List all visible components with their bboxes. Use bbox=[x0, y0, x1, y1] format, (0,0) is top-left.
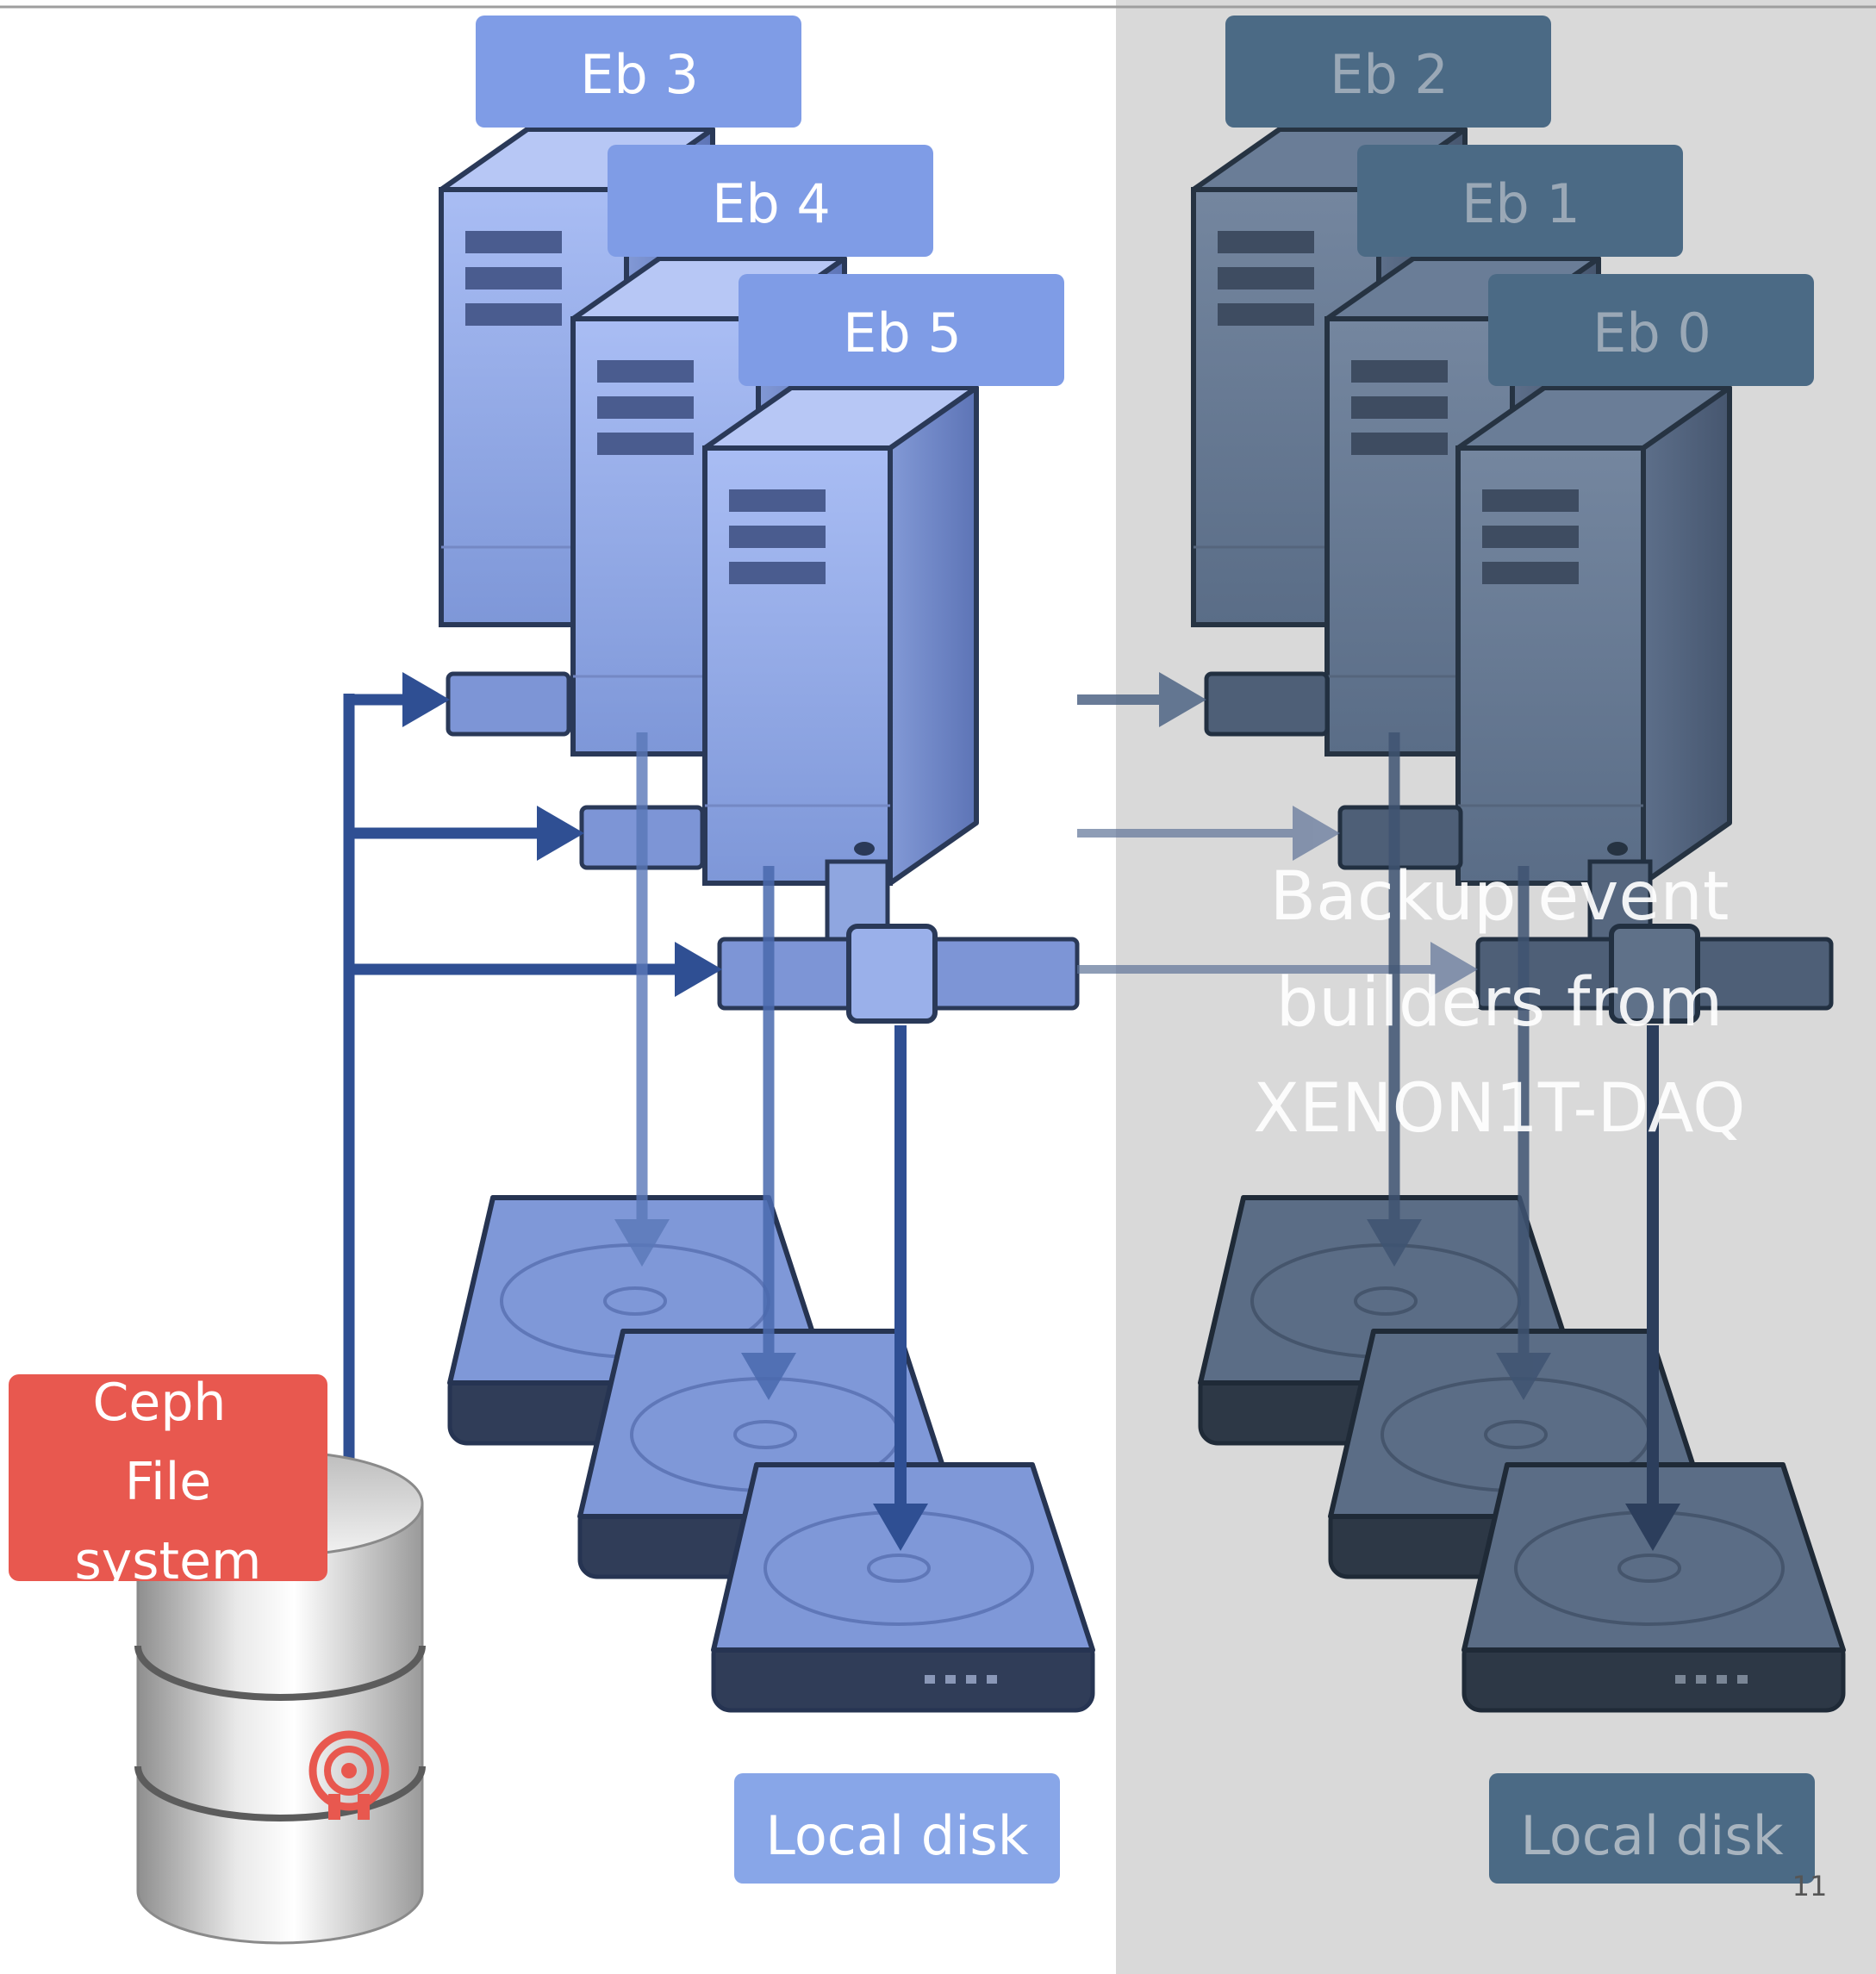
arrow-layer bbox=[343, 672, 1680, 1551]
eb3-to-disk-arrow bbox=[614, 732, 670, 1267]
primary-to-backup-arrow-1 bbox=[1077, 672, 1206, 727]
builder-label-eb4-text: Eb 4 bbox=[712, 172, 831, 235]
eb2-to-disk-arrow bbox=[1367, 732, 1422, 1267]
builder-label-eb1: Eb 1 bbox=[1357, 145, 1683, 257]
eb0-to-disk-arrow bbox=[1625, 1025, 1680, 1551]
ceph-label-line-3: system bbox=[75, 1531, 262, 1591]
backup-caption-line-1: Backup event bbox=[1270, 858, 1730, 936]
ceph-label-line-1: Ceph bbox=[93, 1373, 227, 1433]
network-junction bbox=[1587, 859, 1700, 1024]
network-port bbox=[1337, 805, 1463, 870]
network-port bbox=[446, 671, 571, 737]
backup-caption-line-2: builders from bbox=[1276, 964, 1723, 1042]
ceph-to-eb5-arrow bbox=[345, 942, 722, 997]
page-number: 11 bbox=[1792, 1870, 1828, 1902]
port-layer bbox=[446, 671, 1834, 1024]
server-tower-icon-eb5 bbox=[702, 385, 979, 886]
builder-label-eb5: Eb 5 bbox=[739, 274, 1064, 386]
primary-hard-disk-icon bbox=[711, 1462, 1095, 1713]
server-tower-icon-eb0 bbox=[1455, 385, 1732, 886]
backup-hard-disk-icon bbox=[1462, 1462, 1846, 1713]
network-junction bbox=[825, 859, 938, 1024]
eb4-to-disk-arrow bbox=[741, 866, 796, 1400]
builder-label-eb3: Eb 3 bbox=[476, 16, 801, 128]
builder-label-eb3-text: Eb 3 bbox=[580, 43, 699, 106]
builder-label-eb1-text: Eb 1 bbox=[1462, 172, 1580, 235]
builder-label-eb2-text: Eb 2 bbox=[1330, 43, 1449, 106]
primary-to-backup-arrow-2 bbox=[1077, 806, 1340, 861]
local-disk-text-primary: Local disk bbox=[765, 1804, 1028, 1867]
ceph-to-eb3-arrow bbox=[345, 672, 450, 727]
local-disk-label-backup: Local disk bbox=[1489, 1773, 1815, 1884]
builder-label-eb2: Eb 2 bbox=[1225, 16, 1551, 128]
builder-label-eb5-text: Eb 5 bbox=[843, 302, 962, 364]
ceph-to-eb4-arrow bbox=[345, 806, 584, 861]
builder-label-eb4: Eb 4 bbox=[608, 145, 933, 257]
disk-layer bbox=[447, 1195, 1846, 1713]
ceph-label: Ceph File system bbox=[9, 1373, 327, 1591]
builder-label-eb0-text: Eb 0 bbox=[1592, 302, 1711, 364]
primary-to-backup-arrow-3 bbox=[1077, 942, 1478, 997]
backup-caption: Backup event builders from XENON1T-DAQ bbox=[1253, 858, 1745, 1148]
ceph-label-line-2: File bbox=[125, 1452, 211, 1512]
local-disk-label-primary: Local disk bbox=[734, 1773, 1060, 1884]
builder-label-eb0: Eb 0 bbox=[1488, 274, 1814, 386]
backup-caption-line-3: XENON1T-DAQ bbox=[1253, 1070, 1745, 1148]
ceph-logo-icon bbox=[309, 1730, 390, 1820]
eb1-to-disk-arrow bbox=[1496, 866, 1551, 1400]
network-port bbox=[1204, 671, 1330, 737]
local-disk-text-backup: Local disk bbox=[1520, 1804, 1783, 1867]
server-layer: Eb 3 Eb 2 Eb 4 Eb 1 Eb 5 Eb 0 bbox=[439, 16, 1814, 886]
eb5-to-disk-arrow bbox=[873, 1025, 928, 1551]
